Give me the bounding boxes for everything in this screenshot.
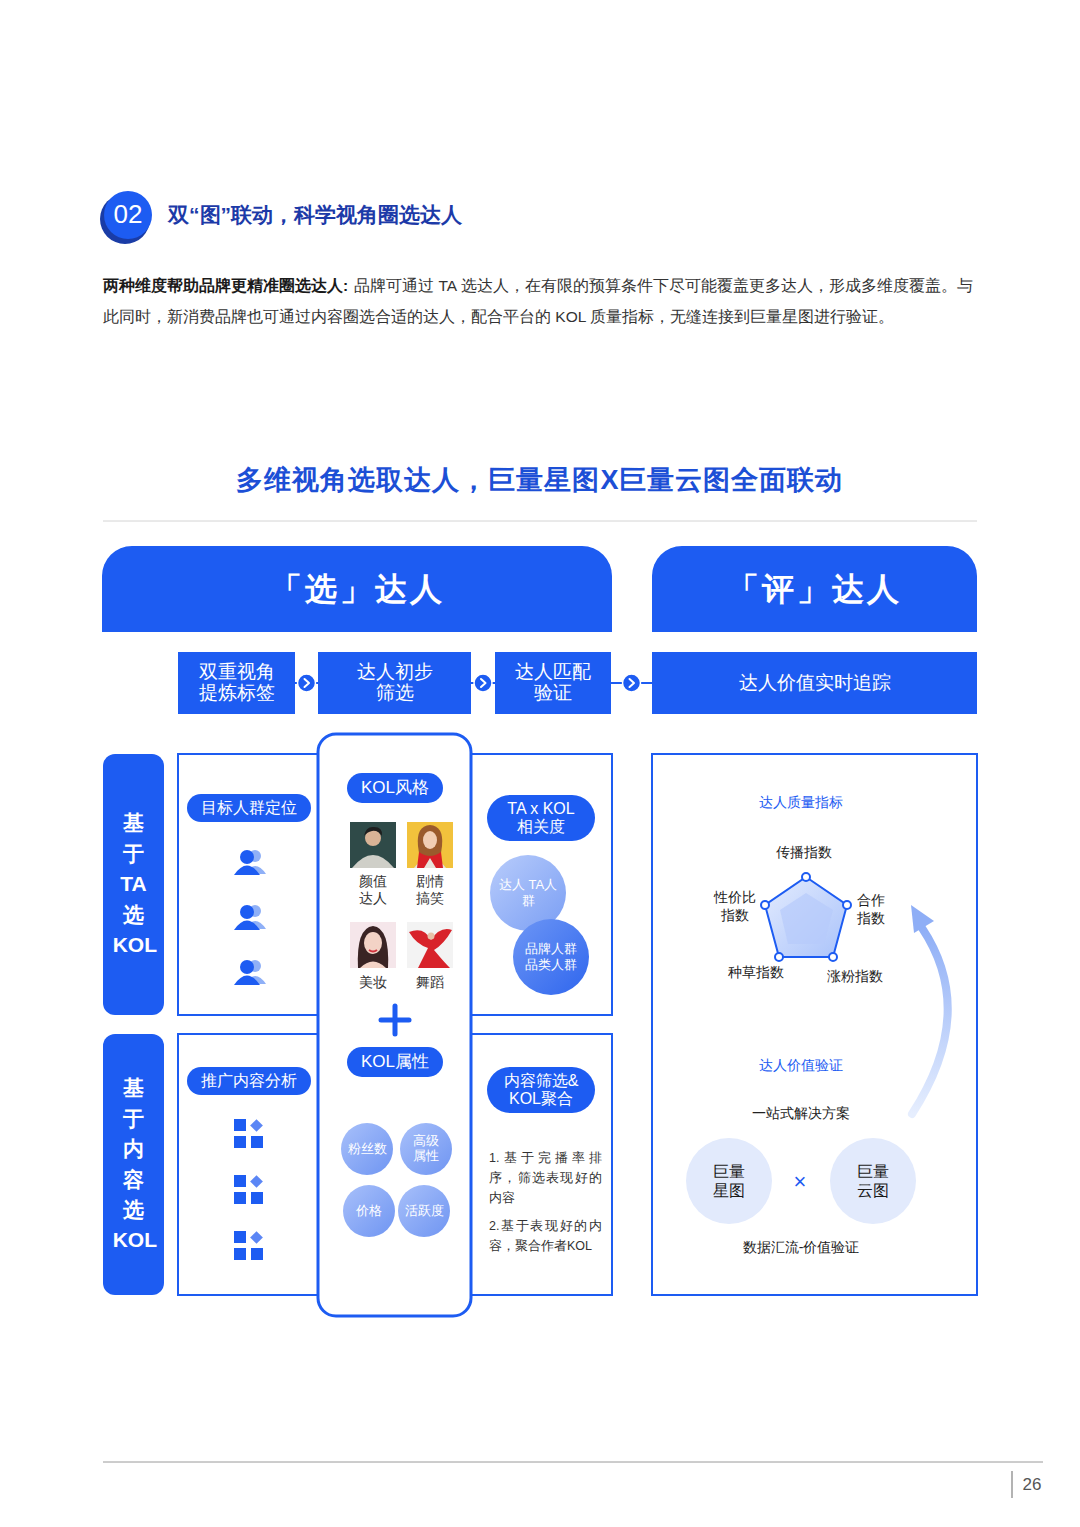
flow-connector (295, 674, 318, 692)
process-step: 达人价值实时追踪 (652, 652, 977, 714)
attribute-circle: 高级 属性 (400, 1123, 452, 1175)
node-label: 达人价值实时追踪 (739, 673, 891, 694)
node-label: TA x KOL 相关度 (501, 800, 581, 837)
node-label: KOL属性 (361, 1052, 429, 1072)
panel-subtitle: 达人价值验证 (759, 1057, 843, 1075)
tag-pill: 目标人群定位 (187, 794, 311, 822)
attribute-circle: 价格 (343, 1185, 395, 1237)
node-label: 达人匹配 验证 (512, 662, 594, 704)
flow-connector (471, 674, 495, 692)
row-band: 基于TA选KOL (103, 754, 164, 1015)
kol-photo (407, 922, 453, 968)
diagram-title: 多维视角选取达人，巨量星图X巨量云图全面联动 (236, 462, 843, 498)
times-symbol: × (794, 1168, 807, 1196)
node-label: 「评」达人 (727, 571, 902, 608)
title-rule (103, 521, 977, 522)
intro-paragraph: 两种维度帮助品牌更精准圈选达人:品牌可通过 TA 选达人，在有限的预算条件下尽可… (103, 270, 983, 332)
kol-photo (350, 922, 396, 968)
kol-column (318, 734, 471, 1316)
photo-caption: 剧情 搞笑 (415, 873, 445, 907)
node-label: 活跃度 (404, 1204, 444, 1219)
row-box (462, 1034, 612, 1295)
node-label: KOL风格 (361, 778, 429, 798)
radar-axis-label: 种草指数 (728, 964, 784, 982)
node-label: 基于内容选KOL (113, 1073, 155, 1256)
tag-pill: 内容筛选& KOL聚合 (487, 1067, 595, 1114)
process-step: 达人匹配 验证 (495, 652, 611, 714)
row-box (462, 754, 612, 1015)
panel-note: 数据汇流-价值验证 (743, 1239, 860, 1257)
plus-symbol (381, 1006, 409, 1034)
node-label: 达人 TA人群 (497, 877, 559, 908)
node-label: 巨量 云图 (853, 1162, 893, 1200)
person-icon (234, 850, 266, 985)
flow-connector (611, 674, 652, 692)
attribute-circle: 粉丝数 (341, 1123, 393, 1175)
process-step: 双重视角 提炼标签 (178, 652, 295, 714)
node-label: 巨量 星图 (709, 1162, 749, 1200)
node-label: 内容筛选& KOL聚合 (501, 1072, 581, 1109)
platform-circle: 巨量 星图 (686, 1138, 772, 1224)
node-label: 02 (114, 199, 143, 230)
lead-in: 两种维度帮助品牌更精准圈选达人: (103, 277, 348, 294)
platform-circle: 巨量 云图 (830, 1138, 916, 1224)
radar-axis-label: 合作 指数 (856, 891, 886, 927)
process-step: 达人初步 筛选 (318, 652, 471, 714)
grid-icon (234, 1119, 263, 1260)
radar-axis-label: 性价比 指数 (712, 888, 758, 924)
node-label: 基于TA选KOL (113, 808, 155, 960)
node-label: 「选」达人 (270, 571, 445, 608)
kol-photo (407, 822, 453, 868)
photo-caption: 颜值 达人 (358, 873, 388, 907)
radar-axis-label: 涨粉指数 (827, 968, 883, 986)
section-header: 「选」达人 (102, 546, 612, 632)
number-badge: 02 (104, 191, 152, 239)
row-box (178, 754, 328, 1015)
note-text: 2.基于表现好的内容，聚合作者KOL (489, 1216, 602, 1256)
node-label: 粉丝数 (347, 1142, 387, 1157)
node-label: 高级 属性 (406, 1134, 446, 1164)
page-number-bar (1011, 1471, 1013, 1498)
node-label: 品牌人群 品类人群 (520, 941, 582, 972)
cycle-arrow (911, 905, 948, 1114)
page-number: 26 (1023, 1474, 1042, 1495)
section-heading: 双“图”联动，科学视角圈选达人 (168, 202, 462, 228)
row-box (178, 1034, 328, 1295)
photo-caption: 舞蹈 (416, 974, 444, 992)
tag-pill: TA x KOL 相关度 (487, 795, 595, 842)
audience-circle: 品牌人群 品类人群 (513, 919, 589, 995)
photo-caption: 美妆 (359, 974, 387, 992)
section-header: 「评」达人 (652, 546, 977, 632)
node-label: 推广内容分析 (201, 1072, 297, 1090)
node-label: 达人初步 筛选 (354, 662, 436, 704)
node-label: 价格 (349, 1204, 389, 1219)
tag-pill: KOL属性 (347, 1047, 443, 1077)
row-band: 基于内容选KOL (103, 1034, 164, 1295)
radar-axis-label: 传播指数 (776, 844, 832, 862)
panel-note: 一站式解决方案 (752, 1105, 850, 1123)
kol-photo (350, 822, 396, 868)
evaluate-panel (652, 754, 977, 1295)
note-text: 1.基于完播率排序，筛选表现好的内容 (489, 1148, 602, 1208)
panel-subtitle: 达人质量指标 (759, 794, 843, 812)
tag-pill: KOL风格 (347, 773, 443, 803)
radar-chart (761, 873, 851, 961)
attribute-circle: 活跃度 (398, 1185, 450, 1237)
tag-pill: 推广内容分析 (187, 1067, 311, 1095)
node-label: 双重视角 提炼标签 (196, 662, 278, 704)
node-label: 目标人群定位 (201, 799, 297, 817)
footer-rule (103, 1462, 1043, 1463)
